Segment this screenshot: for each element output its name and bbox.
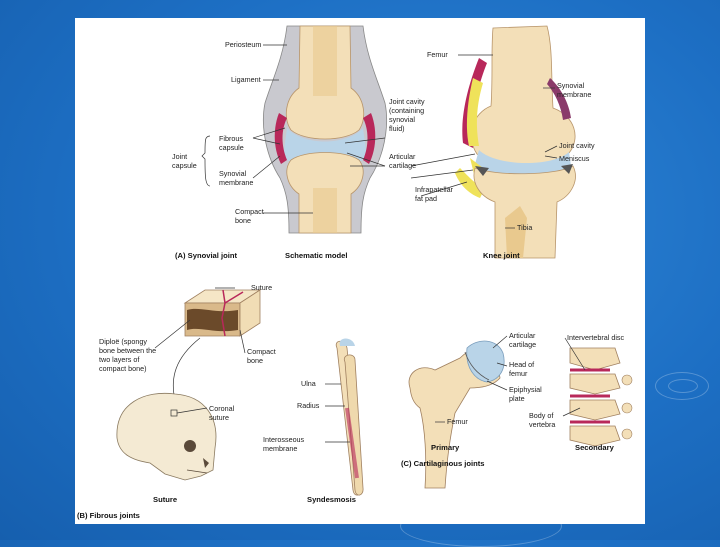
caption-primary: Primary	[431, 443, 460, 452]
label-periosteum: Periosteum	[225, 40, 261, 49]
caption-schematic-model: Schematic model	[285, 251, 347, 260]
caption-cartilaginous-joints: (C) Cartilaginous joints	[401, 459, 485, 468]
label-meniscus: Meniscus	[559, 154, 590, 163]
caption-syndesmosis: Syndesmosis	[307, 495, 356, 504]
caption-fibrous-joints: (B) Fibrous joints	[77, 511, 140, 520]
label-suture-top: Suture	[251, 283, 272, 292]
ripple-decoration	[668, 379, 698, 393]
label-femur-knee: Femur	[427, 50, 448, 59]
skull-illustration	[117, 393, 216, 480]
caption-synovial-joint: (A) Synovial joint	[175, 251, 237, 260]
label-ligament: Ligament	[231, 75, 261, 84]
joint-capsule-bracket	[202, 136, 210, 186]
caption-secondary: Secondary	[575, 443, 615, 452]
label-joint-cavity-knee: Joint cavity	[559, 141, 595, 150]
label-radius: Radius	[297, 401, 320, 410]
knee-joint-illustration	[455, 26, 575, 258]
schematic-joint-model	[263, 26, 386, 233]
label-intervertebral-disc: Intervertebral disc	[567, 333, 625, 342]
syndesmosis-forearm	[336, 339, 363, 496]
magnify-arrow	[173, 338, 200, 400]
caption-knee-joint: Knee joint	[483, 251, 520, 260]
vertebral-column-illustration	[570, 348, 632, 446]
caption-suture: Suture	[153, 495, 177, 504]
label-ulna: Ulna	[301, 379, 316, 388]
label-tibia: Tibia	[517, 223, 532, 232]
suture-bone-block	[185, 290, 260, 336]
label-femur-c: Femur	[447, 417, 468, 426]
